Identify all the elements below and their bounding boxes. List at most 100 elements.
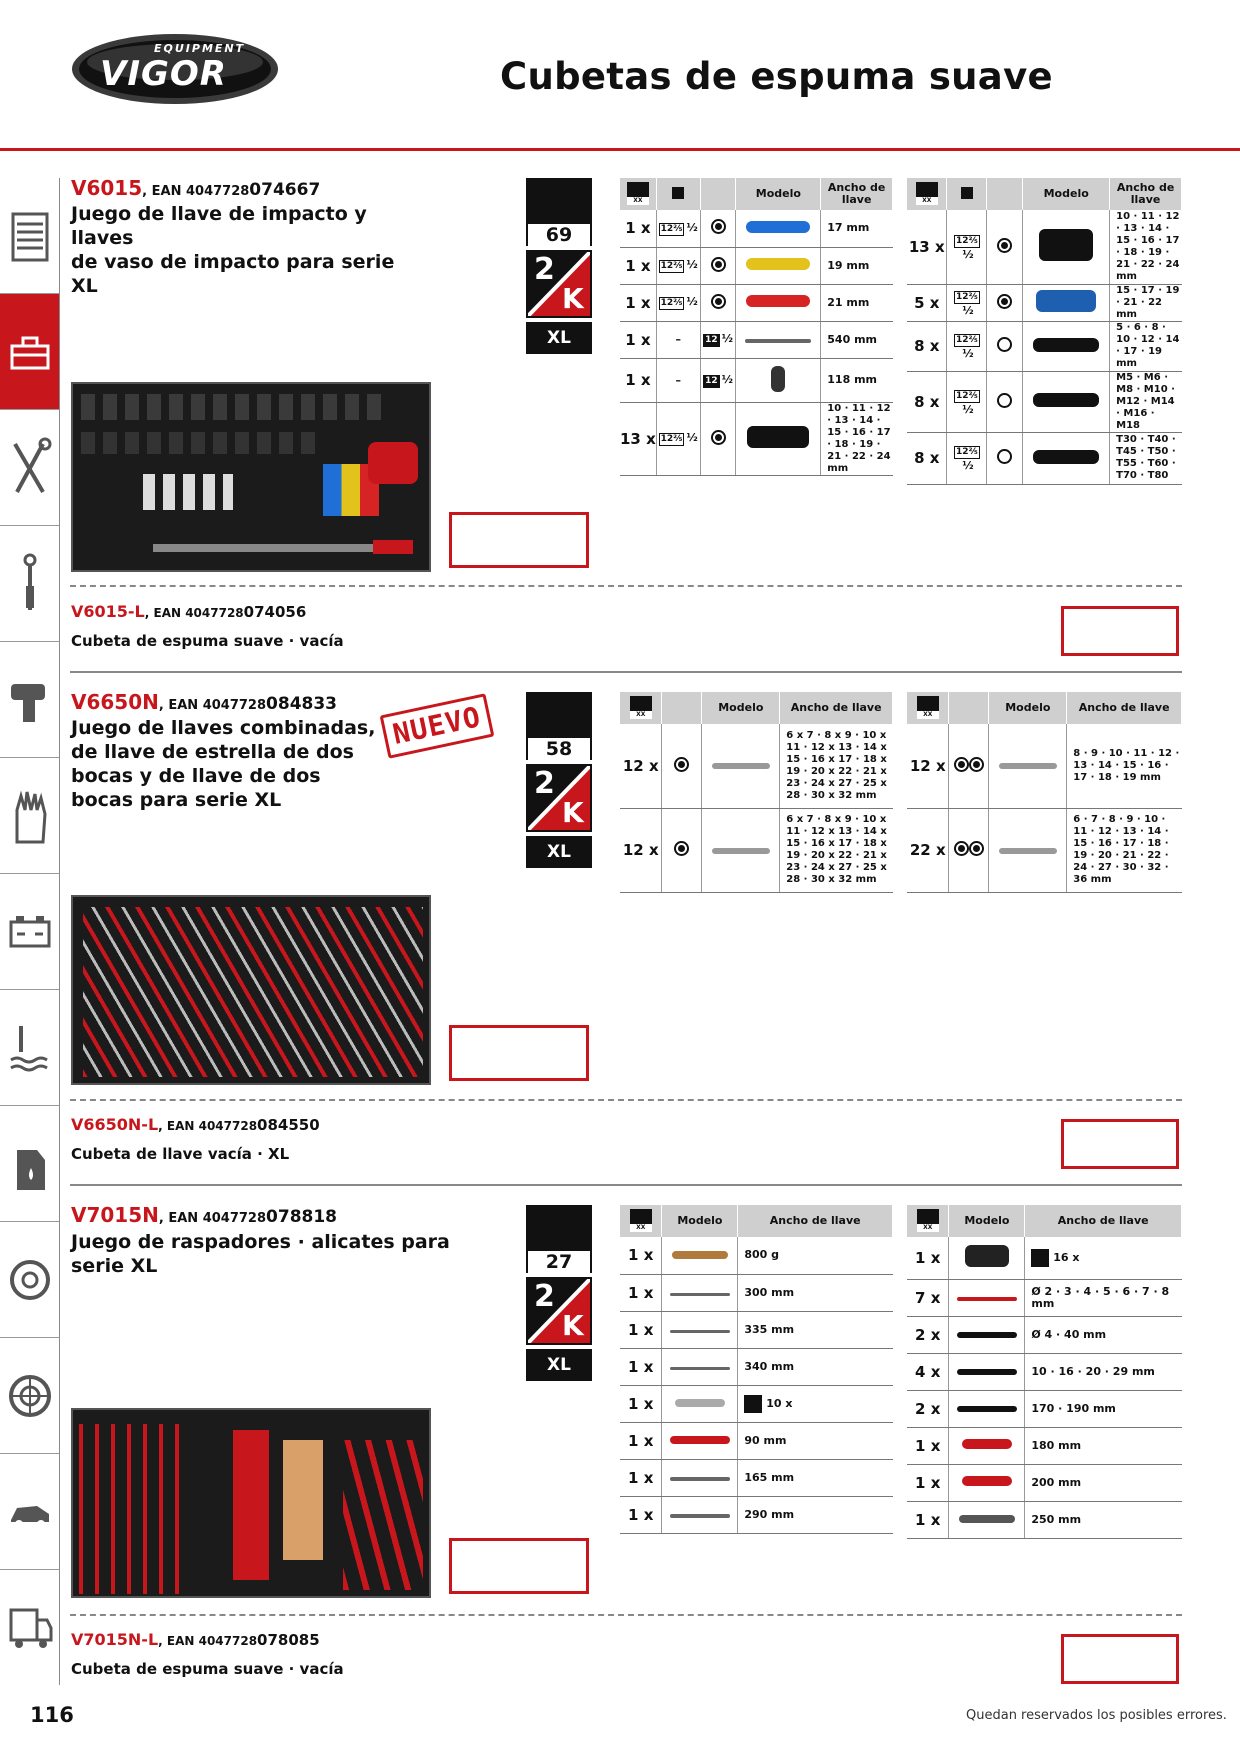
header-rule xyxy=(0,148,1240,151)
product-photo xyxy=(71,895,431,1085)
empty-tray-code: V6650N-L, EAN 4047728084550 xyxy=(71,1115,320,1134)
combination-wrench-image xyxy=(998,847,1057,854)
oil-can-icon[interactable] xyxy=(0,1106,59,1222)
section-divider xyxy=(70,671,1182,673)
two-component-icon: 2 K xyxy=(526,1277,592,1345)
two-component-icon: 2 K xyxy=(526,250,592,318)
hex-outline-icon xyxy=(997,337,1013,352)
impact-wrench-image xyxy=(771,365,786,392)
chisel-image xyxy=(956,1369,1017,1375)
product-name: Juego de raspadores · alicates para seri… xyxy=(71,1231,450,1277)
section-divider xyxy=(70,1184,1182,1186)
impact-wrench-icon[interactable] xyxy=(0,642,59,758)
product-badges: 69 2 K XL xyxy=(526,178,592,354)
wheel-icon[interactable] xyxy=(0,1338,59,1454)
set-icon xyxy=(915,181,938,205)
chisel-image xyxy=(956,1406,1017,1412)
empty-tray-name: Cubeta de espuma suave · vacía xyxy=(71,632,344,650)
double-ring-image xyxy=(711,763,770,770)
piece-count: 58 xyxy=(528,738,590,760)
xl-series-badge: XL xyxy=(526,322,592,354)
category-sidebar xyxy=(0,178,60,1685)
hex-outline-icon xyxy=(997,392,1013,408)
ratchet-image xyxy=(745,339,812,343)
divider xyxy=(70,585,1182,587)
divider xyxy=(70,1099,1182,1101)
bit-socket-image xyxy=(1033,449,1100,464)
drive-icon xyxy=(960,186,973,199)
ring-icon xyxy=(674,756,690,772)
empty-tray-name: Cubeta de espuma suave · vacía xyxy=(71,1660,344,1678)
chisel-image xyxy=(956,1332,1017,1338)
price-box xyxy=(449,1538,589,1594)
hex-icon xyxy=(710,293,726,309)
product-badges: 58 2 K XL xyxy=(526,692,592,868)
hex-icon xyxy=(997,293,1013,309)
product-code: V6015, EAN 4047728074667 xyxy=(71,176,321,200)
torx-icon xyxy=(997,449,1013,464)
price-box xyxy=(449,512,589,568)
set-icon xyxy=(626,181,649,205)
product-name: Juego de llaves combinadas,de llave de e… xyxy=(71,717,376,811)
wheel-socket-image xyxy=(1036,290,1097,312)
knife-image xyxy=(669,1436,730,1444)
vigor-logo: EQUIPMENT VIGOR xyxy=(70,32,280,106)
ring-open-icon xyxy=(968,841,984,856)
footer-note: Quedan reservados los posibles errores. xyxy=(966,1708,1227,1723)
extension-image xyxy=(746,220,811,233)
set-icon xyxy=(916,695,939,719)
hex-icon xyxy=(710,256,726,272)
product-photo xyxy=(71,382,431,572)
empty-tray-code: V6015-L, EAN 4047728074056 xyxy=(71,602,307,621)
torque-wrench-icon[interactable] xyxy=(0,526,59,642)
product-code: V7015N, EAN 4047728078818 xyxy=(71,1203,338,1227)
gloves-icon[interactable] xyxy=(0,758,59,874)
table-row: 1 x 16 x xyxy=(907,1237,1182,1280)
wrench-screwdriver-icon[interactable] xyxy=(0,410,59,526)
water-pump-pliers-image xyxy=(958,1515,1015,1523)
page-title: Cubetas de espuma suave xyxy=(500,55,1053,98)
deep-socket-image xyxy=(747,426,810,448)
socket-image xyxy=(1039,229,1094,262)
piece-count-icon: 27 xyxy=(526,1205,592,1273)
product-badges: 27 2 K XL xyxy=(526,1205,592,1381)
hex-icon xyxy=(710,219,726,235)
drive-icon xyxy=(672,186,685,199)
brake-disc-icon[interactable] xyxy=(0,1222,59,1338)
page-number: 116 xyxy=(30,1703,74,1727)
coolant-icon[interactable] xyxy=(0,990,59,1106)
price-box xyxy=(1061,606,1179,656)
new-badge: NUEVO xyxy=(379,693,495,759)
battery-icon[interactable] xyxy=(0,874,59,990)
tool-cabinet-icon[interactable] xyxy=(0,178,59,294)
set-icon xyxy=(916,1208,939,1232)
toolbox-icon[interactable] xyxy=(0,294,59,410)
hex-icon xyxy=(997,237,1013,253)
truck-icon[interactable] xyxy=(0,1570,59,1685)
table-row: 1 x 10 x xyxy=(620,1385,893,1423)
car-body-icon[interactable] xyxy=(0,1454,59,1570)
punch-image xyxy=(956,1297,1017,1301)
xl-series-badge: XL xyxy=(526,1349,592,1381)
brand-small: EQUIPMENT xyxy=(154,42,246,55)
hex-icon xyxy=(710,429,726,445)
extension-image xyxy=(746,295,811,307)
